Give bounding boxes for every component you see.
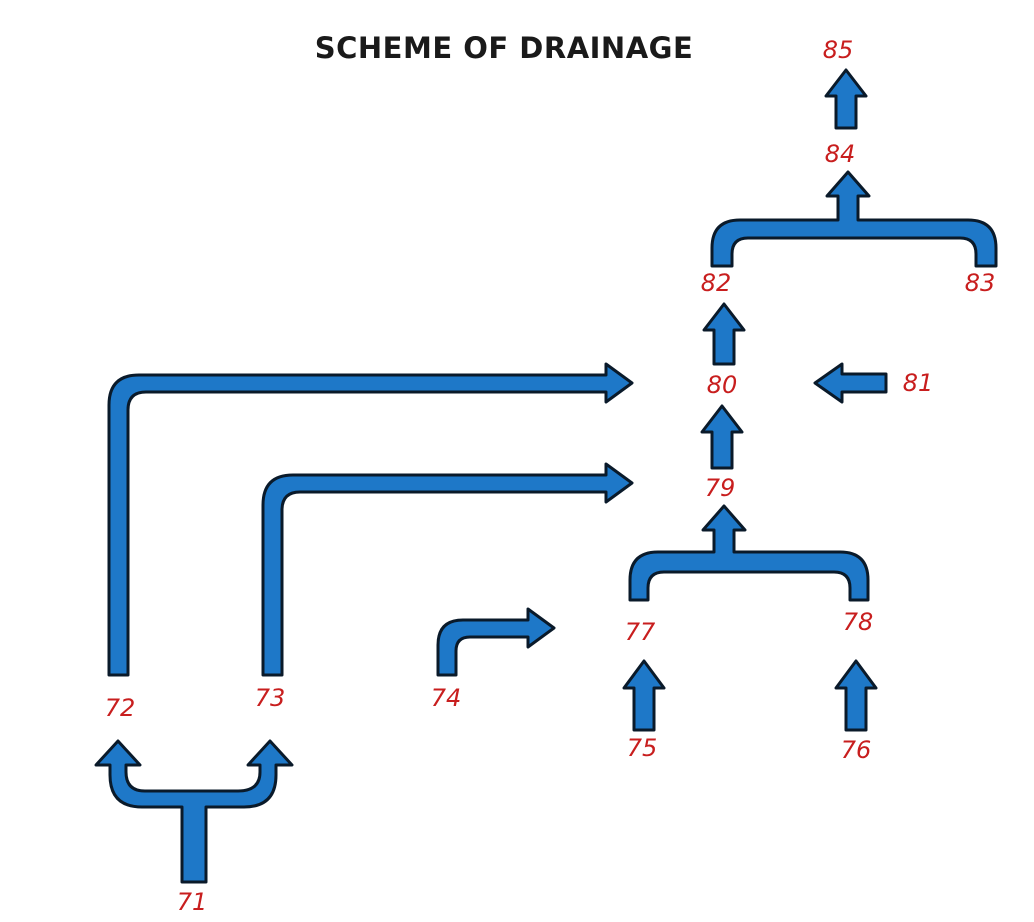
node-label-84: 84 (825, 140, 856, 168)
node-label-79: 79 (705, 474, 736, 502)
node-label-76: 76 (841, 736, 872, 764)
node-label-82: 82 (701, 269, 732, 297)
arrows (94, 68, 998, 884)
node-label-71: 71 (177, 888, 208, 916)
arrow-77-78-merge-to-79 (628, 504, 870, 602)
arrow-71-split-72-73 (94, 739, 294, 884)
arrow-80-to-82 (702, 302, 746, 366)
node-label-78: 78 (843, 608, 874, 636)
arrow-79-to-80 (700, 404, 744, 470)
node-label-73: 73 (255, 684, 286, 712)
node-label-85: 85 (823, 36, 854, 64)
node-label-75: 75 (627, 734, 658, 762)
arrow-74-to-77 (436, 607, 556, 677)
node-labels: 71 72 73 74 75 76 77 78 79 80 81 82 83 8… (105, 36, 996, 916)
node-label-83: 83 (965, 269, 996, 297)
arrow-73-to-79 (261, 462, 634, 677)
node-label-72: 72 (105, 694, 136, 722)
arrow-72-to-80 (107, 362, 634, 677)
arrow-82-83-merge-to-84 (710, 170, 998, 268)
arrow-76-to-78 (834, 659, 878, 732)
node-label-77: 77 (625, 618, 656, 646)
arrow-84-to-85 (824, 68, 868, 130)
node-label-74: 74 (431, 684, 462, 712)
arrow-81-to-80 (813, 362, 888, 404)
node-label-80: 80 (707, 371, 738, 399)
node-label-81: 81 (903, 369, 934, 397)
diagram-title: SCHEME OF DRAINAGE (315, 31, 694, 65)
arrow-75-to-77 (622, 659, 666, 732)
